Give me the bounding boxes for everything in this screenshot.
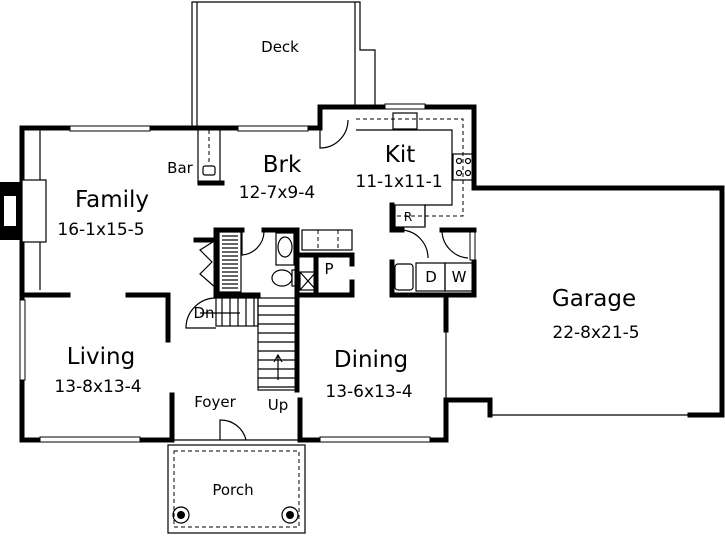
room-dims-dining: 13-6x13-4: [325, 382, 412, 402]
deck: [191, 1, 376, 128]
powder-room: [241, 230, 298, 287]
room-label-kit: Kit: [385, 142, 416, 168]
room-label-deck: Deck: [261, 38, 299, 56]
stairs-down-label: Dn: [193, 304, 214, 322]
room-label-porch: Porch: [212, 481, 253, 499]
room-label-family: Family: [75, 187, 149, 213]
fireplace: [0, 128, 47, 290]
porch: [167, 419, 306, 534]
pantry-label: P: [324, 260, 333, 278]
kitchen-counters: [319, 112, 474, 292]
room-dims-living: 13-8x13-4: [54, 377, 141, 397]
washer-label: W: [452, 268, 467, 286]
room-dims-garage: 22-8x21-5: [552, 323, 639, 343]
room-label-foyer: Foyer: [194, 393, 236, 411]
room-dims-family: 16-1x15-5: [57, 220, 144, 240]
room-dims-brk: 12-7x9-4: [239, 183, 315, 203]
room-label-living: Living: [67, 344, 135, 370]
room-label-garage: Garage: [552, 286, 636, 312]
stairs: [185, 231, 298, 391]
interior-walls: [19, 180, 477, 443]
room-label-dining: Dining: [334, 347, 408, 373]
room-label-brk: Brk: [263, 152, 302, 178]
room-dims-kit: 11-1x11-1: [355, 172, 442, 192]
refrigerator-label: R: [404, 210, 412, 224]
bar-counter: [197, 127, 221, 184]
room-label-bar: Bar: [167, 159, 193, 177]
dryer-label: D: [425, 268, 437, 286]
windows: [19, 103, 476, 443]
stairs-up-label: Up: [268, 396, 289, 414]
